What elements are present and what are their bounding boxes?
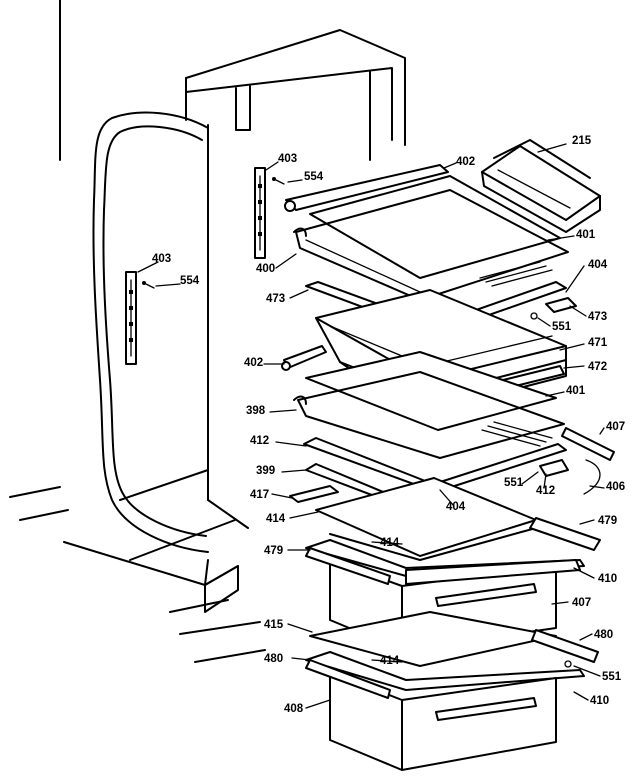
part-number-407: 407 [572, 597, 591, 609]
part-number-551: 551 [602, 671, 622, 683]
part-number-473: 473 [266, 293, 285, 305]
part-number-472: 472 [588, 361, 607, 373]
part-number-408: 408 [284, 703, 304, 715]
part-number-414: 414 [380, 537, 400, 549]
part-number-398: 398 [246, 405, 266, 417]
part-number-410: 410 [598, 573, 617, 585]
part-number-414: 414 [380, 655, 400, 667]
part-number-417: 417 [250, 489, 269, 501]
top-shelf-assembly [284, 164, 569, 301]
part-number-473: 473 [588, 311, 607, 323]
part-number-551: 551 [552, 321, 572, 333]
cabinet-frame [9, 0, 406, 663]
crisper-drawer-408 [305, 611, 599, 771]
part-number-401: 401 [576, 229, 596, 241]
part-number-404: 404 [446, 501, 466, 513]
crisper-cover-assembly [289, 463, 601, 561]
part-number-401: 401 [566, 385, 586, 397]
part-number-402: 402 [244, 357, 263, 369]
part-number-480: 480 [594, 629, 613, 641]
part-number-404: 404 [588, 259, 608, 271]
part-number-215: 215 [572, 135, 592, 147]
part-number-403: 403 [278, 153, 297, 165]
part-number-402: 402 [456, 156, 475, 168]
part-number-412: 412 [536, 485, 555, 497]
part-number-479: 479 [598, 515, 617, 527]
part-number-412: 412 [250, 435, 269, 447]
part-number-407: 407 [606, 421, 625, 433]
cover-rod-402 [281, 345, 327, 371]
part-number-403: 403 [152, 253, 171, 265]
leader-lines [137, 143, 605, 709]
part-number-554: 554 [180, 275, 200, 287]
part-number-479: 479 [264, 545, 283, 557]
deli-pan-215 [481, 139, 601, 233]
shelf-rail-upper [254, 167, 285, 259]
part-number-415: 415 [264, 619, 284, 631]
part-number-554: 554 [304, 171, 324, 183]
part-number-410: 410 [590, 695, 609, 707]
part-number-400: 400 [256, 263, 275, 275]
shelf-rail-lower [125, 271, 155, 365]
liner-gasket [92, 111, 209, 553]
part-number-399: 399 [256, 465, 275, 477]
middle-shelf-assembly [293, 351, 565, 459]
part-number-480: 480 [264, 653, 283, 665]
callout-labels: 215 403 554 402 401 400 404 403 554 473 473 551 471 4… [152, 135, 625, 715]
part-number-471: 471 [588, 337, 608, 349]
part-number-414: 414 [266, 513, 286, 525]
part-number-551: 551 [504, 477, 524, 489]
part-number-406: 406 [606, 481, 625, 493]
